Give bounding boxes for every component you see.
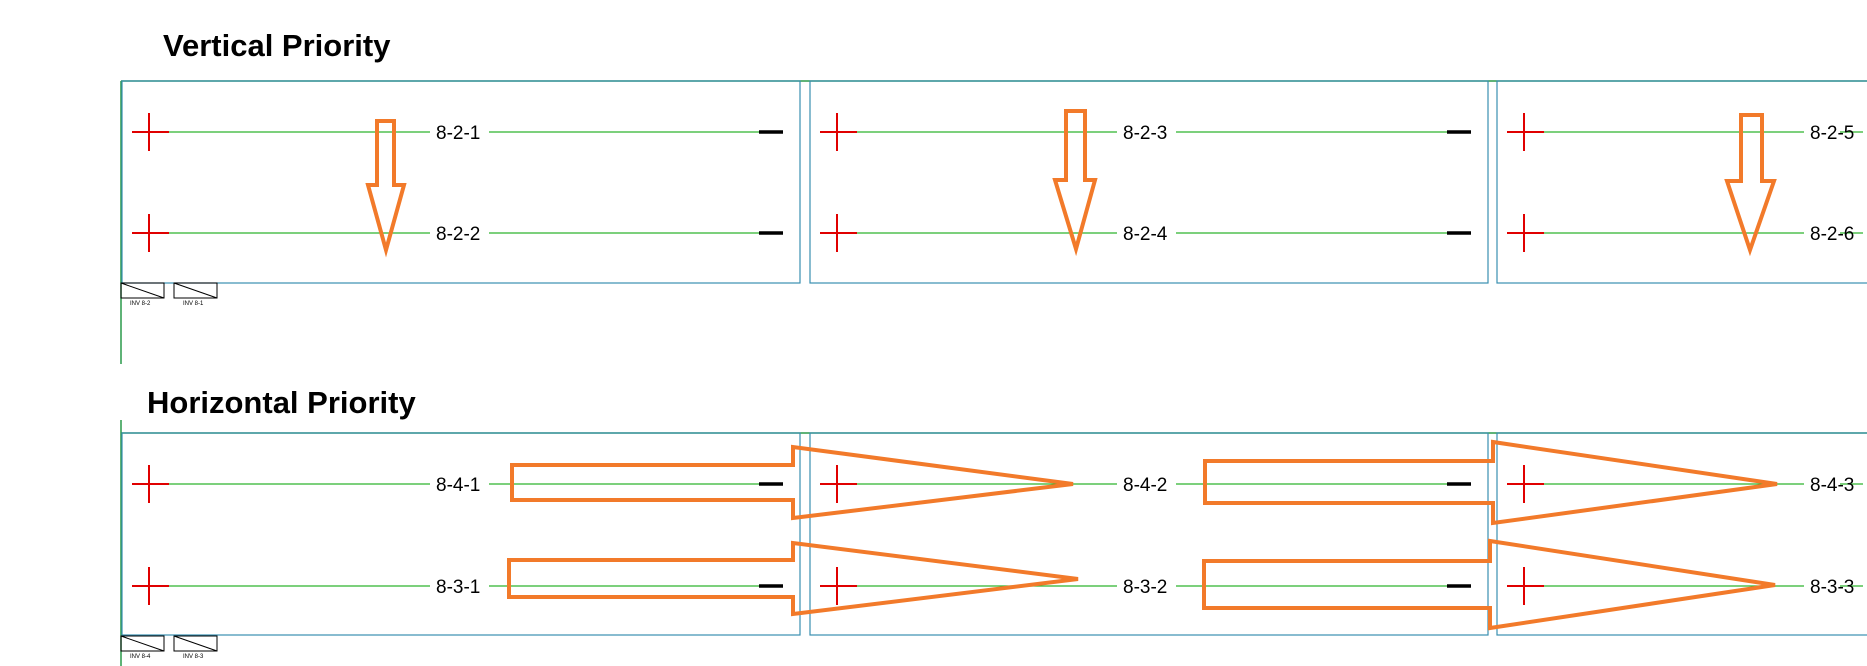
string-label: 8-4-2: [1123, 475, 1167, 496]
priority-arrow-down-icon: [1052, 109, 1098, 257]
string-label: 8-3-1: [436, 577, 480, 598]
priority-arrow-right-icon: [507, 540, 1079, 617]
inverter-icon: [173, 282, 218, 299]
string-label: 8-2-3: [1123, 123, 1167, 144]
inverter-icon: [173, 282, 218, 299]
string-label: 8-2-5: [1810, 123, 1854, 144]
string-label: 8-4-1: [436, 475, 480, 496]
string-label: 8-2-6: [1810, 224, 1854, 245]
inverter-icon: [120, 282, 165, 299]
horizontal-priority-title: Horizontal Priority: [147, 385, 416, 420]
inverter-label: INV 8-4: [130, 654, 151, 660]
string-label: 8-2-2: [436, 224, 480, 245]
vertical-priority-title: Vertical Priority: [163, 28, 391, 63]
string-block: [1496, 432, 1867, 636]
inverter-icon: [120, 282, 165, 299]
string-block: [809, 432, 1489, 636]
string-block: [121, 432, 801, 636]
inverter-icon: [173, 635, 218, 652]
inverter-icon: [120, 635, 165, 652]
inverter-label: INV 8-2: [130, 301, 151, 307]
priority-arrow-down-icon: [365, 119, 407, 258]
string-label: 8-2-1: [436, 123, 480, 144]
priority-arrow-right-icon: [1202, 538, 1776, 631]
string-label: 8-3-3: [1810, 577, 1854, 598]
string-label: 8-2-4: [1123, 224, 1168, 245]
priority-arrow-right-icon: [510, 444, 1074, 521]
inverter-icon: [173, 635, 218, 652]
priority-arrow-right-icon: [1203, 439, 1778, 526]
string-label: 8-3-2: [1123, 577, 1167, 598]
string-label: 8-4-3: [1810, 475, 1854, 496]
string-block: [121, 80, 801, 284]
inverter-label: INV 8-1: [183, 301, 204, 307]
string-block: [1496, 80, 1867, 284]
inverter-icon: [120, 635, 165, 652]
inverter-label: INV 8-3: [183, 654, 204, 660]
string-block: [809, 80, 1489, 284]
priority-arrow-down-icon: [1724, 113, 1777, 257]
